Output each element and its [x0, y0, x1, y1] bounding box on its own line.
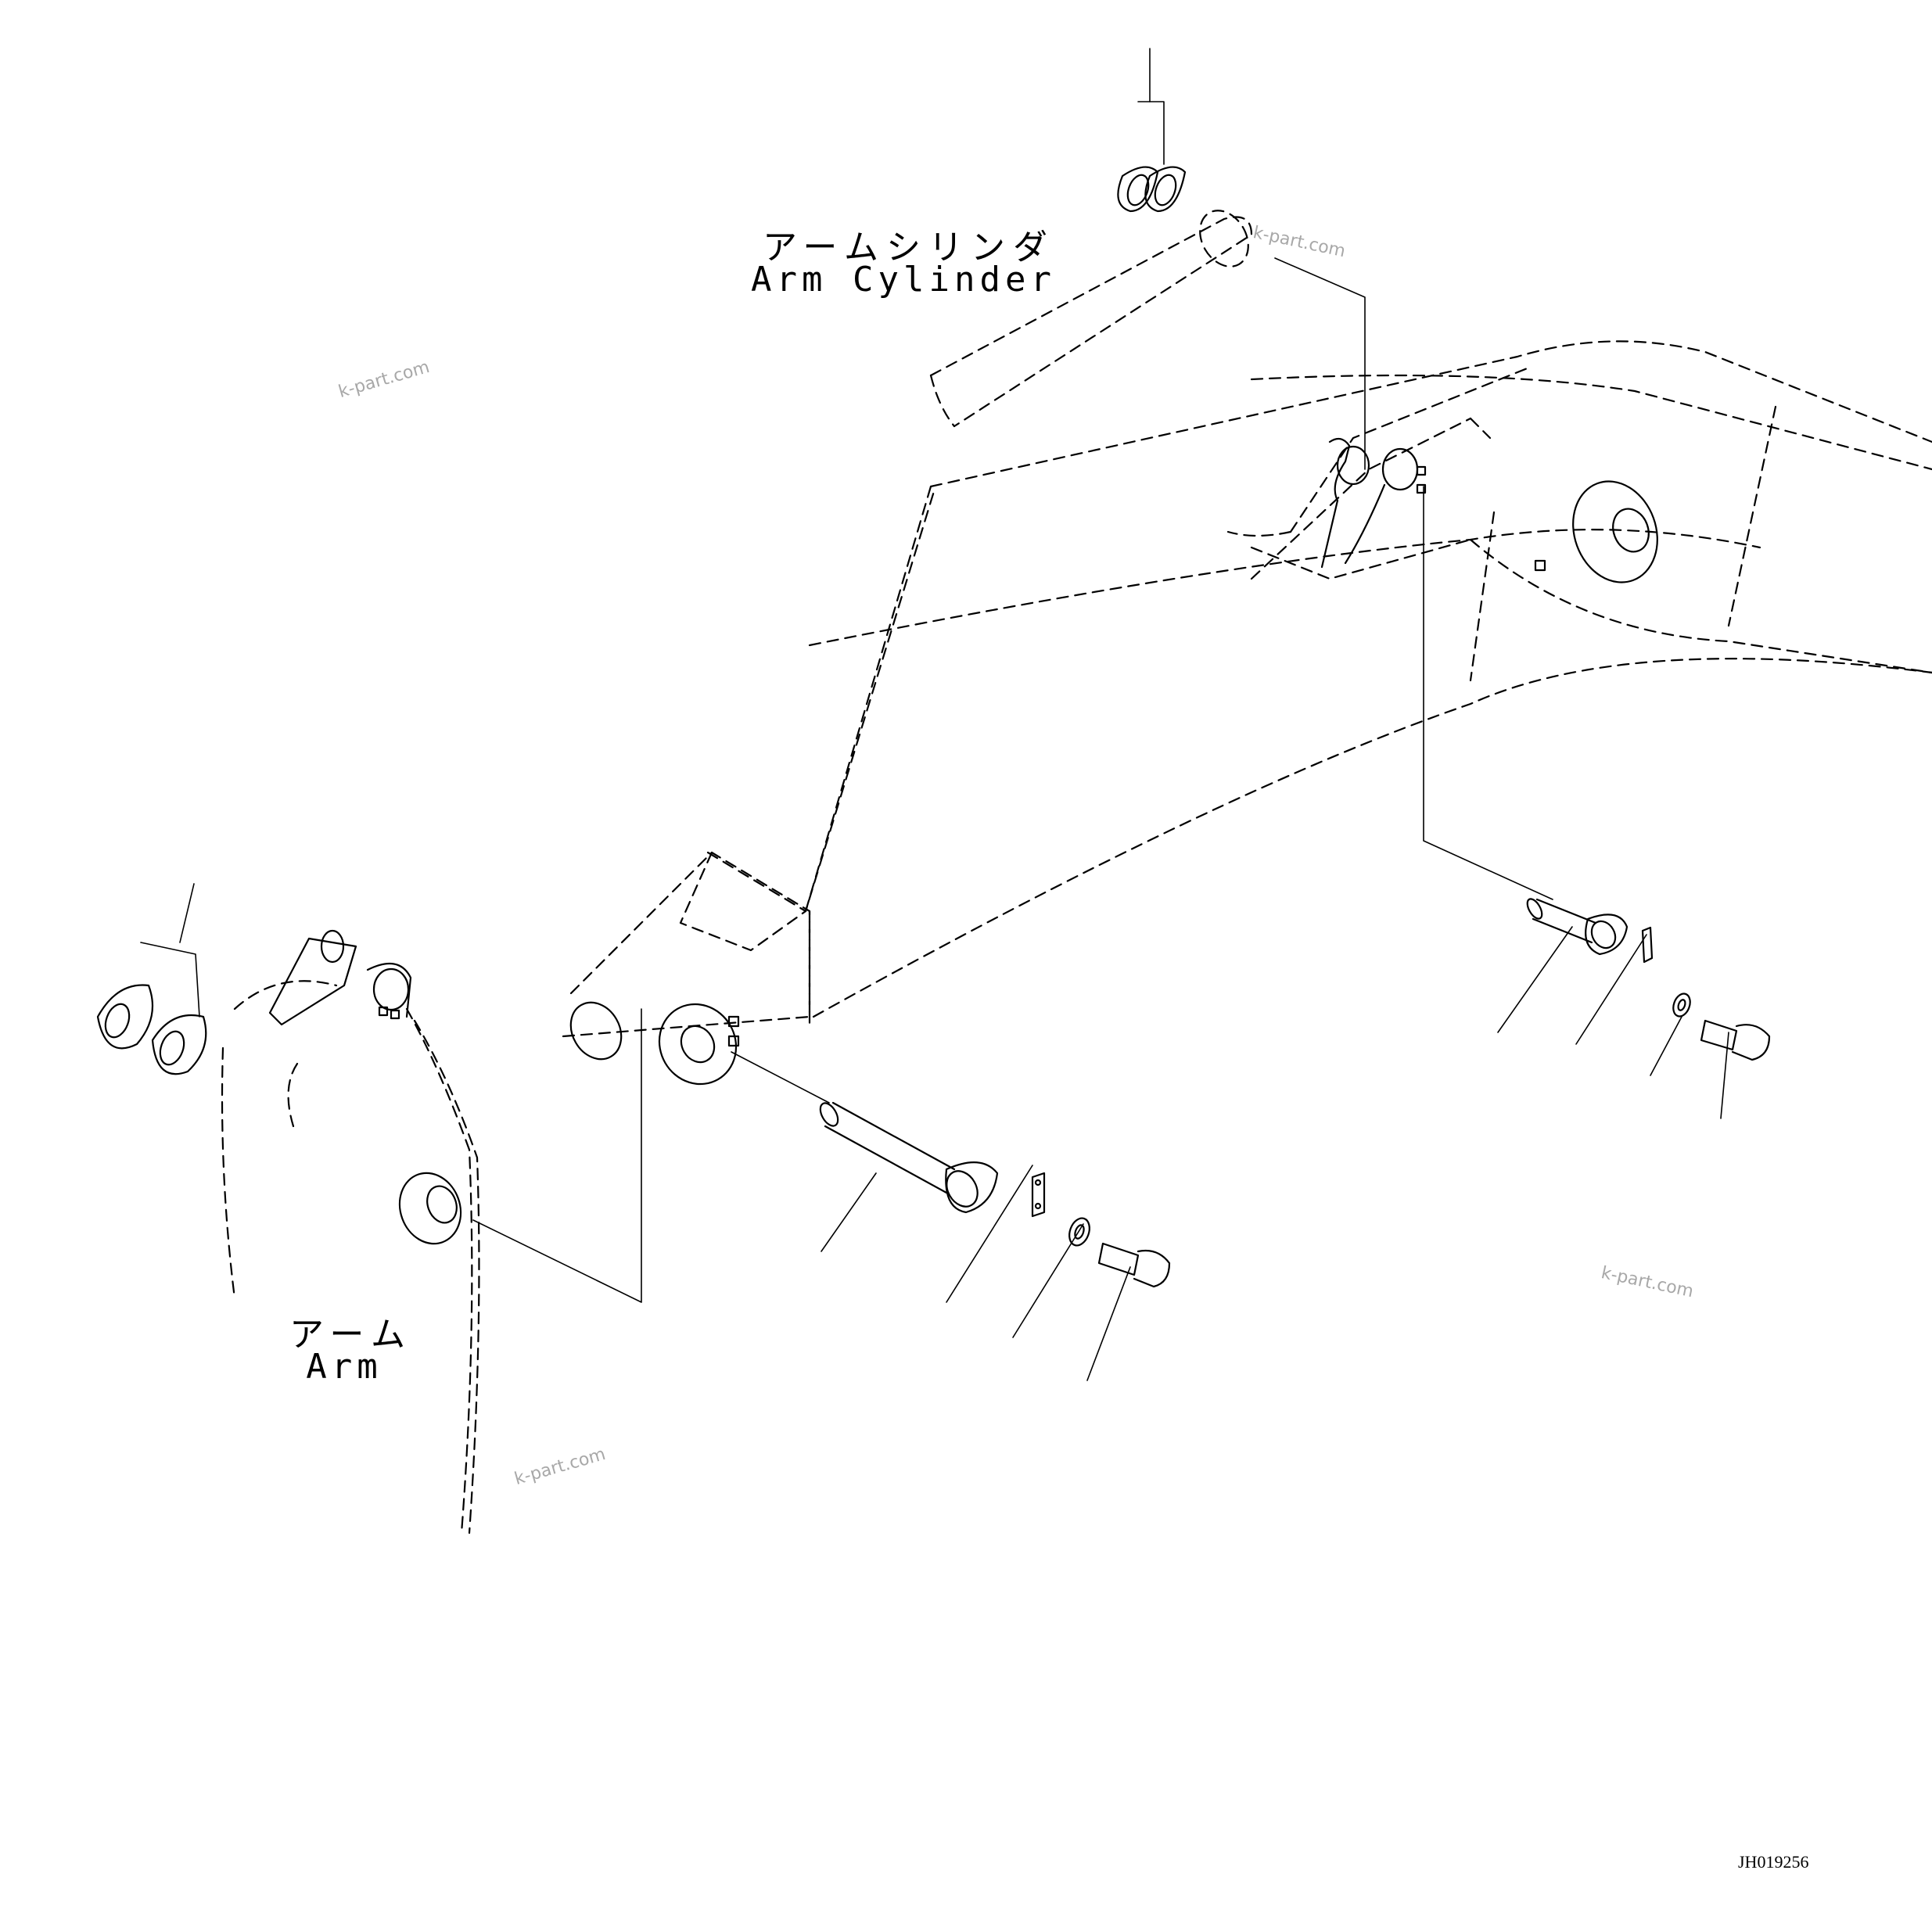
arm-bracket: [268, 929, 462, 1245]
pin-short: [1526, 898, 1629, 956]
lock-plate-right: [1641, 926, 1654, 964]
shim-pair-left: [96, 984, 207, 1075]
arm-label-jp: アーム: [289, 1315, 414, 1355]
drawing-code: JH019256: [1738, 1852, 1809, 1872]
bolt: [1097, 1242, 1171, 1288]
pin-long: [819, 1101, 999, 1214]
arm-outline: [221, 366, 1531, 1535]
bolt-right: [1700, 1019, 1771, 1061]
washer: [1068, 1217, 1090, 1247]
shim-pair-top: [1117, 166, 1187, 213]
boom-pin-boss: [1320, 437, 1658, 583]
arm-cylinder-label-en: Arm Cylinder: [751, 260, 1056, 300]
arm-label-en: Arm: [306, 1347, 382, 1387]
boom-outline: [808, 340, 1932, 1018]
arm-cylinder-body: [929, 210, 1253, 428]
arm-pin-boss: [569, 1001, 740, 1086]
arm-cylinder-label-jp: アームシリンダ: [763, 228, 1056, 267]
leader-lines: [140, 48, 1729, 1381]
lock-plate: [1031, 1172, 1046, 1218]
washer-right: [1672, 993, 1691, 1018]
